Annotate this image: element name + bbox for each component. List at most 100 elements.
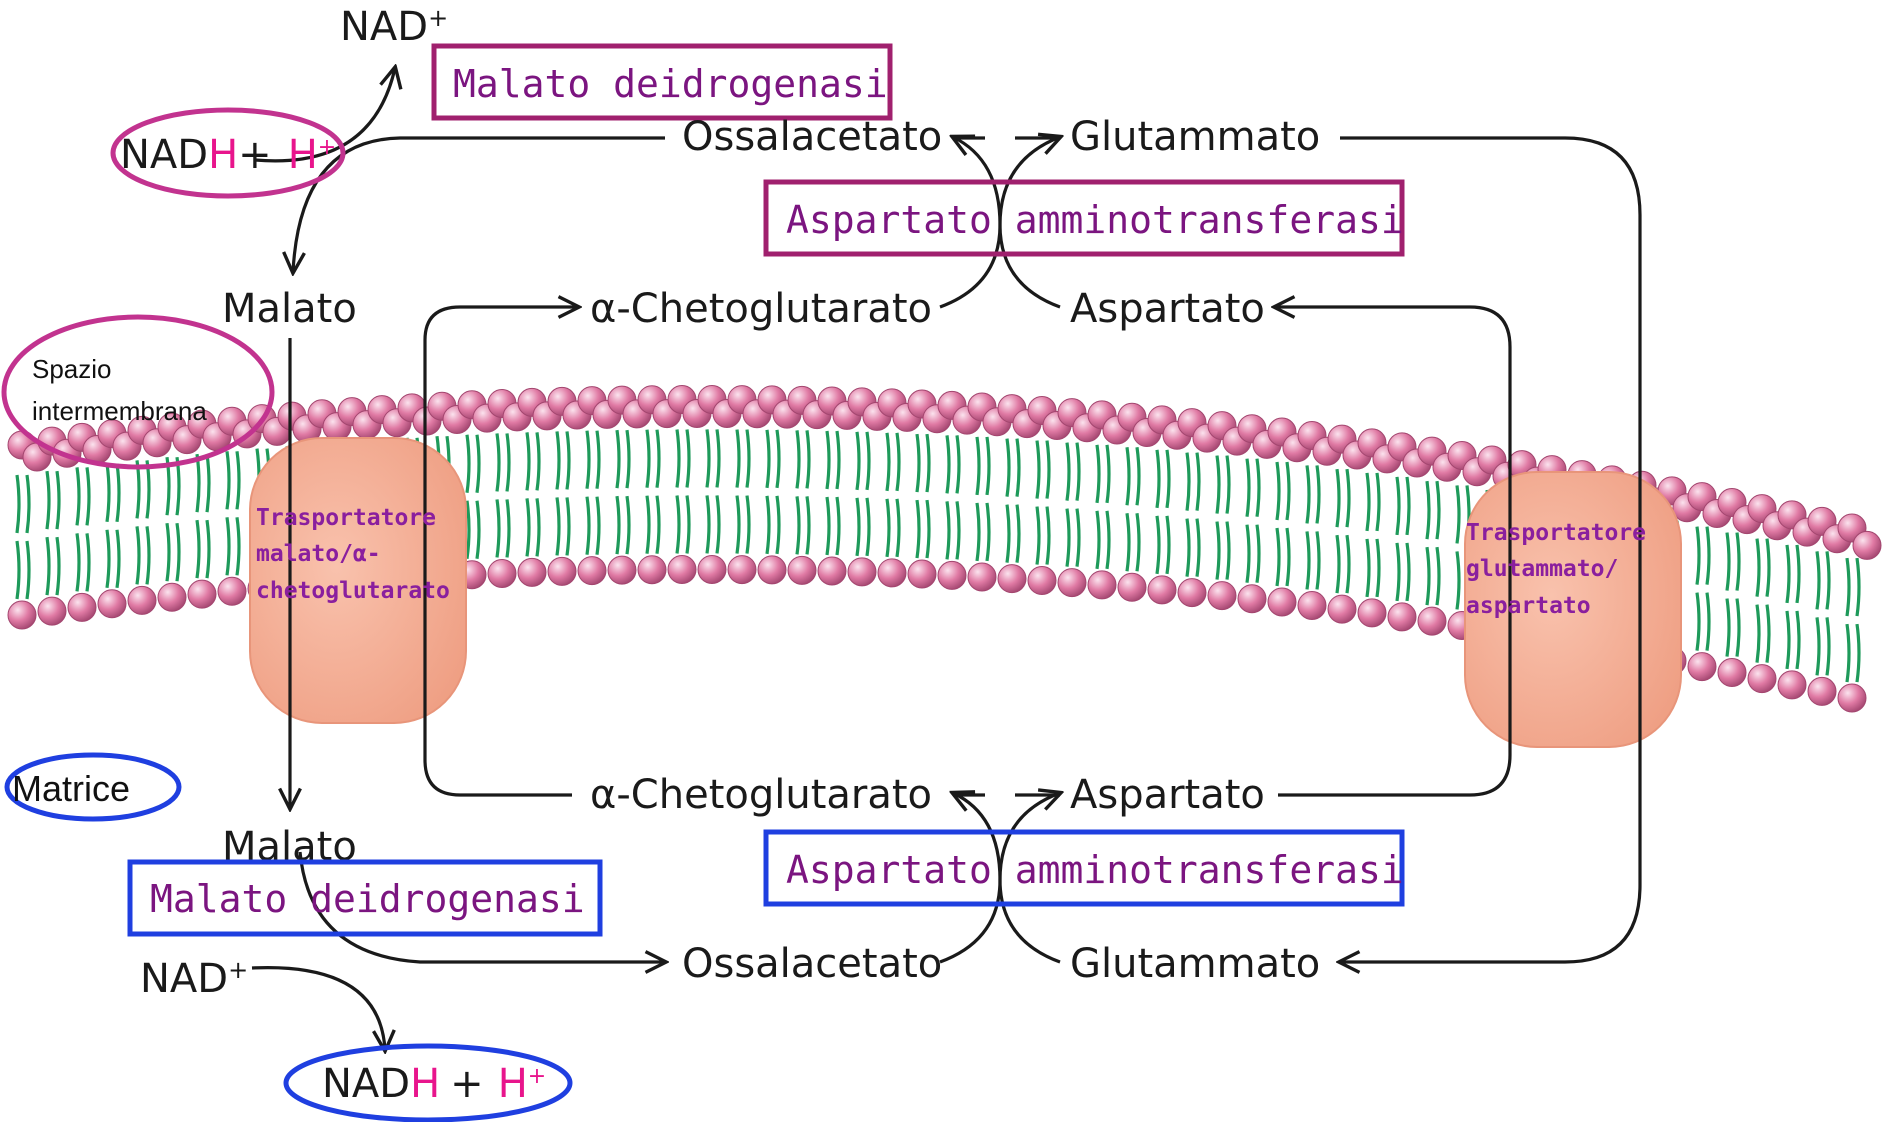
lipid-tail (1697, 527, 1699, 585)
lipid-tail (1317, 531, 1319, 589)
lipid-tail (1127, 447, 1129, 505)
outer-nadh-label: NADH+H+ (120, 132, 336, 178)
lipid-tail (1227, 522, 1229, 580)
lipid-tail (1137, 447, 1139, 505)
lipid-tail (767, 496, 769, 554)
outer-nad-plus-label: NAD+ (340, 4, 448, 50)
lipid-tail (657, 430, 659, 488)
lipid-tail (1827, 617, 1829, 675)
lipid-head (668, 555, 696, 583)
lipid-tail (507, 433, 509, 491)
lipid-tail (807, 430, 809, 488)
lipid-tail (1187, 519, 1189, 577)
lipid-head (1208, 582, 1236, 610)
lipid-tail (1217, 522, 1219, 580)
lipid-head (98, 590, 126, 618)
lipid-head (548, 557, 576, 585)
lipid-tail (597, 497, 599, 555)
lipid-tail (677, 429, 679, 487)
right-transporter-label-line1: Trasportatore (1466, 520, 1646, 546)
lipid-tail (537, 432, 539, 490)
lipid-head (1058, 569, 1086, 597)
lipid-tail (897, 499, 899, 557)
lipid-head (698, 555, 726, 583)
lipid-tail (507, 499, 509, 557)
outer-malate-dehydrogenase-label: Malato deidrogenasi (453, 62, 888, 106)
inner-akg-label: α-Chetoglutarato (590, 772, 932, 818)
lipid-head (608, 556, 636, 584)
lipid-tail (467, 501, 469, 559)
lipid-tail (707, 495, 709, 553)
matrix-label: Matrice (12, 768, 130, 809)
lipid-tail (1857, 624, 1859, 682)
lipid-tail (1347, 469, 1349, 527)
lipid-tail (1307, 465, 1309, 523)
lipid-tail (1407, 543, 1409, 601)
lipid-tail (1857, 558, 1859, 616)
lipid-head (848, 558, 876, 586)
lipid-tail (1107, 511, 1109, 569)
lipid-tail (47, 537, 49, 595)
lipid-tail (1187, 453, 1189, 511)
oxaloacetate-to-malate-arrow (293, 138, 665, 272)
lipid-head (218, 577, 246, 605)
lipid-tail (197, 454, 199, 512)
lipid-tail (1197, 453, 1199, 511)
lipid-tail (1097, 511, 1099, 569)
lipid-tail (597, 431, 599, 489)
lipid-tail (1007, 505, 1009, 563)
lipid-tail (1787, 611, 1789, 669)
right-transporter-label-line3: aspartato (1466, 593, 1591, 619)
lipid-head (1238, 585, 1266, 613)
lipid-head (188, 580, 216, 608)
lipid-tail (1407, 477, 1409, 535)
lipid-head (518, 558, 546, 586)
lipid-tail (627, 496, 629, 554)
outer-akg-label: α-Chetoglutarato (590, 286, 932, 332)
lipid-head (158, 583, 186, 611)
inner-aspartate-label: Aspartato (1070, 772, 1265, 818)
lipid-head (1778, 671, 1806, 699)
lipid-tail (117, 464, 119, 522)
inner-glutamate-label: Glutammato (1070, 941, 1320, 987)
lipid-head (878, 559, 906, 587)
lipid-tail (17, 475, 19, 533)
lipid-tail (1797, 611, 1799, 669)
lipid-tail (227, 517, 229, 575)
lipid-tail (587, 497, 589, 555)
lipid-head (1328, 595, 1356, 623)
lipid-tail (1277, 528, 1279, 586)
lipid-tail (987, 503, 989, 561)
outer-ast-label: Aspartato amminotransferasi (786, 198, 1404, 242)
lipid-tail (1067, 509, 1069, 567)
lipid-tail (1337, 535, 1339, 593)
lipid-tail (927, 434, 929, 492)
lipid-head (788, 556, 816, 584)
lipid-head (728, 556, 756, 584)
lipid-head (1088, 571, 1116, 599)
lipid-tail (917, 434, 919, 492)
lipid-tail (1427, 481, 1429, 539)
lipid-tail (1247, 459, 1249, 517)
lipid-tail (1137, 513, 1139, 571)
lipid-tail (897, 433, 899, 491)
inner-malate-dehydrogenase-label: Malato deidrogenasi (150, 877, 585, 921)
lipid-tail (687, 495, 689, 553)
lipid-tail (557, 431, 559, 489)
lipid-tail (477, 435, 479, 493)
lipid-tail (1737, 533, 1739, 591)
lipid-head (68, 593, 96, 621)
lipid-tail (1847, 624, 1849, 682)
lipid-tail (887, 499, 889, 557)
left-transporter-label-line1: Trasportatore (256, 505, 436, 531)
lipid-tail (1737, 599, 1739, 657)
lipid-tail (707, 429, 709, 487)
lipid-tail (167, 523, 169, 581)
lipid-tail (1757, 539, 1759, 597)
lipid-tail (827, 497, 829, 555)
lipid-tail (47, 471, 49, 529)
lipid-head (1118, 573, 1146, 601)
lipid-tail (617, 430, 619, 488)
